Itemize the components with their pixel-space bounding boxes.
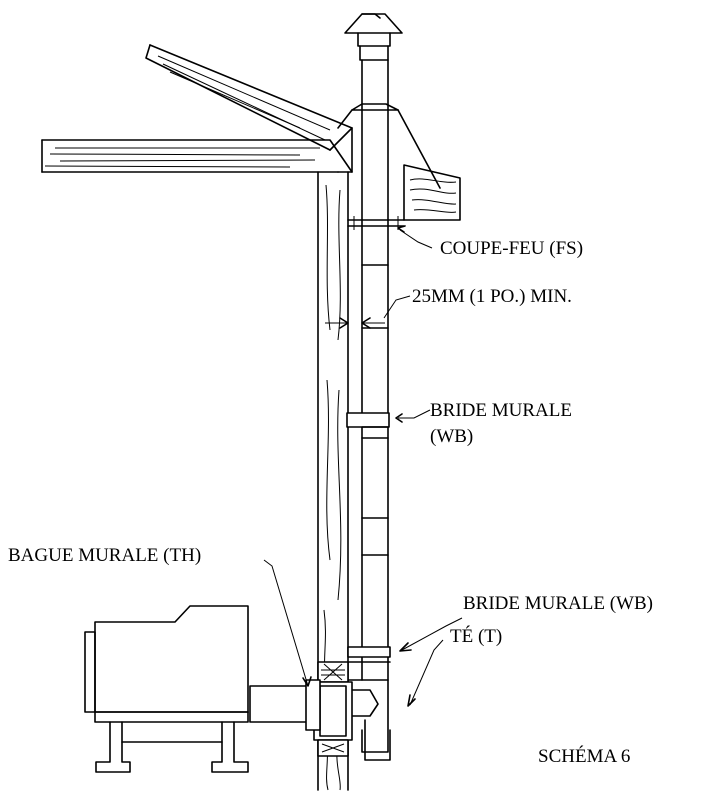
label-fire-stop: COUPE-FEU (FS): [440, 238, 584, 259]
wall-band-upper: [346, 412, 390, 439]
clearance-dimension: [325, 317, 385, 329]
fire-stop: [347, 216, 405, 230]
label-wall-thimble: BAGUE MURALE (TH): [8, 545, 202, 566]
label-clearance: 25MM (1 PO.) MIN.: [412, 286, 572, 307]
chimney-cap: [344, 13, 403, 61]
chimney-pipe: [361, 59, 389, 681]
attic-insulation-block: [403, 164, 461, 221]
leader-lines: [263, 225, 463, 707]
label-figure: SCHÉMA 6: [538, 746, 631, 767]
label-wall-band-upper-line1: BRIDE MURALE: [430, 400, 572, 421]
label-wall-band-lower: BRIDE MURALE (WB): [463, 593, 653, 614]
wall-thimble: [313, 661, 353, 757]
label-wall-band-upper-line2: (WB): [430, 426, 474, 447]
roof-flashing: [337, 103, 441, 189]
furnace: [84, 605, 249, 773]
label-tee: TÉ (T): [450, 626, 503, 647]
wall-band-lower: [347, 646, 391, 663]
connector-pipe: [249, 679, 321, 731]
roof-structure: [41, 44, 353, 173]
